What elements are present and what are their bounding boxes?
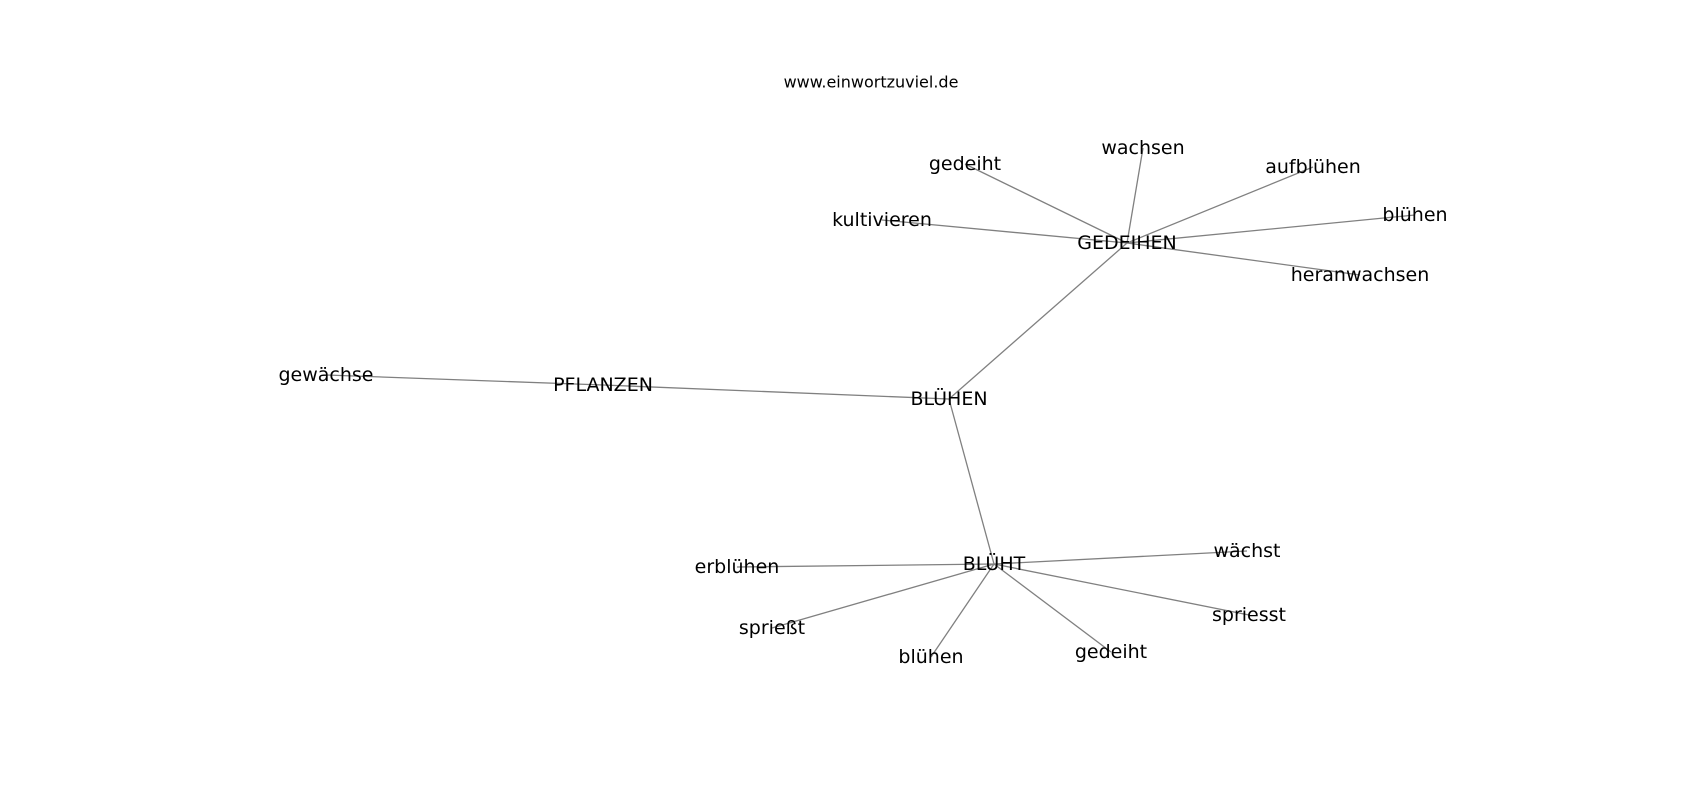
edge-blueht-gedeiht2 <box>993 563 1112 653</box>
edge-blueht-spriesst1 <box>771 563 995 629</box>
node-bluehen2: blühen <box>898 646 963 668</box>
node-spriesst1: sprießt <box>739 617 805 639</box>
edge-bluehen-gedeihen <box>948 242 1128 400</box>
node-wachsen: wachsen <box>1101 137 1184 159</box>
graph-edges <box>325 147 1416 658</box>
node-gewaechse: gewächse <box>278 364 373 386</box>
node-aufbluehen: aufblühen <box>1265 156 1361 178</box>
node-erbluehen: erblühen <box>695 556 780 578</box>
graph-nodes: BLÜHEN PFLANZEN gewächse GEDEIHEN gedeiht wac… <box>278 137 1447 668</box>
node-gedeihen: GEDEIHEN <box>1077 232 1176 254</box>
edge-blueht-spriesst2 <box>993 563 1250 616</box>
edge-gedeihen-aufbluehen <box>1126 166 1314 244</box>
edge-gedeihen-kultivieren <box>881 219 1128 244</box>
edge-blueht-bluehen2 <box>930 563 995 658</box>
node-waechst: wächst <box>1213 540 1280 562</box>
edge-blueht-waechst <box>993 550 1248 565</box>
node-gedeiht2: gedeiht <box>1075 641 1147 663</box>
node-bluehen1: blühen <box>1382 204 1447 226</box>
node-bluehen: BLÜHEN <box>910 387 987 410</box>
site-url-label: www.einwortzuviel.de <box>784 73 959 92</box>
edge-bluehen-blueht <box>948 398 995 565</box>
edge-pflanzen-gewaechse <box>325 374 604 386</box>
edge-gedeihen-heranwachsen <box>1126 242 1361 276</box>
node-spriesst2: spriesst <box>1212 604 1286 626</box>
node-kultivieren: kultivieren <box>832 209 932 231</box>
edge-gedeihen-wachsen <box>1126 147 1144 244</box>
node-heranwachsen: heranwachsen <box>1291 264 1430 286</box>
edge-gedeihen-gedeiht1 <box>964 163 1128 244</box>
edge-blueht-erbluehen <box>736 563 995 568</box>
node-blueht: BLÜHT <box>963 552 1026 575</box>
node-gedeiht1: gedeiht <box>929 153 1001 175</box>
edge-bluehen-pflanzen <box>602 384 950 400</box>
node-pflanzen: PFLANZEN <box>553 374 653 396</box>
edge-gedeihen-bluehen1 <box>1126 214 1416 244</box>
